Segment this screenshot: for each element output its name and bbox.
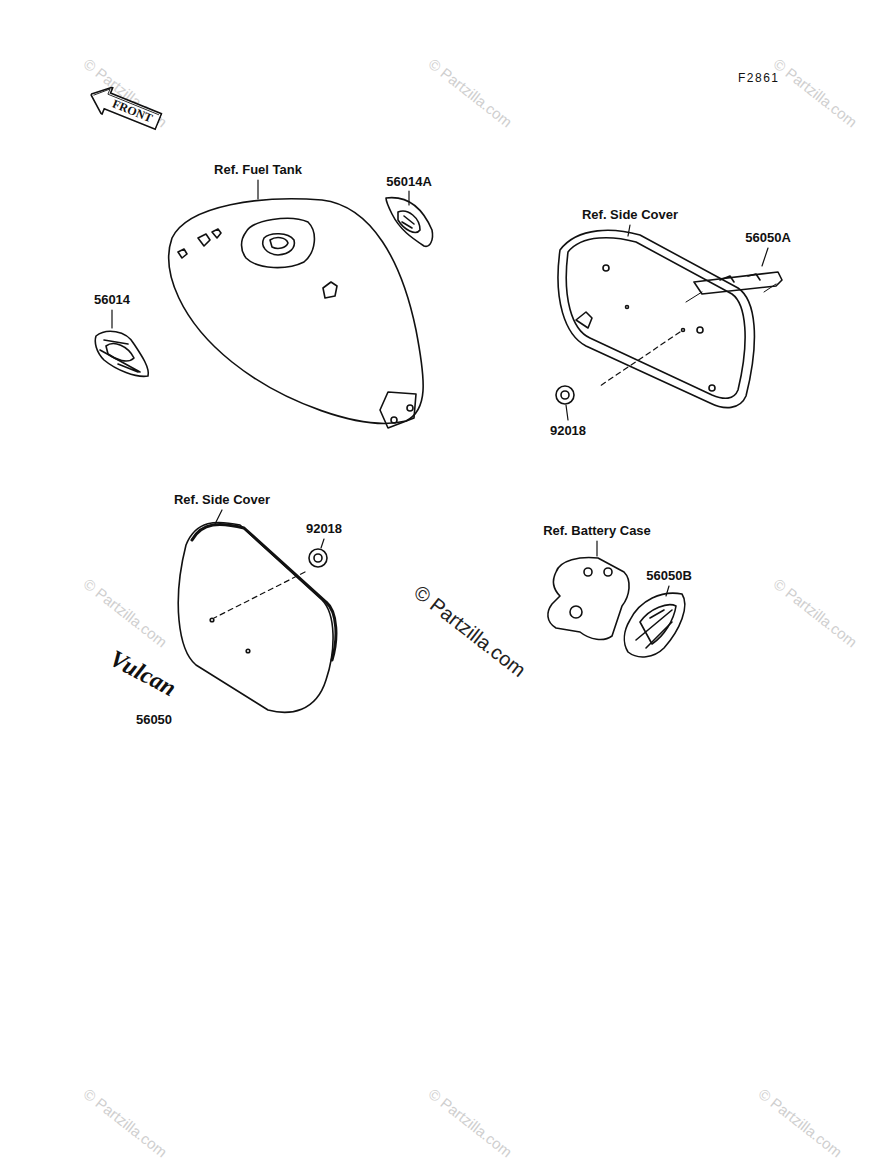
illustration-line: [402, 216, 414, 228]
illustration-line: [407, 405, 413, 411]
side-cover-left: [178, 522, 336, 712]
illustration-line: [257, 180, 258, 199]
illustration-line: [380, 392, 416, 428]
watermark: © Partzilla.com: [410, 581, 530, 681]
illustration-line: [548, 558, 629, 640]
fuel-tank: [169, 199, 423, 428]
callout-number: 56050A: [745, 231, 791, 245]
illustration-line: [720, 274, 760, 282]
illustration-line: [596, 541, 597, 556]
callout-number: 56014: [94, 293, 130, 307]
illustration-line: [570, 606, 582, 618]
illustration-line: [178, 249, 187, 258]
illustration-line: [762, 248, 768, 266]
illustration-line: [624, 593, 684, 657]
illustration-line: [709, 385, 715, 391]
illustration-line: [628, 225, 630, 236]
illustration-line: [323, 282, 337, 298]
watermark: © Partzilla.com: [755, 1086, 845, 1161]
illustration-line: [566, 238, 745, 399]
illustration-line: [198, 234, 210, 246]
illustration-line: [169, 199, 423, 424]
illustration-line: [106, 344, 134, 361]
illustration-line: [321, 539, 324, 548]
illustration-line: [263, 234, 295, 255]
watermark: © Partzilla.com: [770, 56, 860, 131]
illustration-line: [600, 332, 680, 386]
leader-lines: [112, 180, 768, 596]
side-cover-right: [556, 230, 782, 407]
illustration-line: [697, 327, 703, 333]
illustration-line: [686, 284, 776, 302]
illustration-line: [603, 265, 609, 271]
illustration-line: [215, 510, 222, 524]
illustration-line: [626, 306, 629, 309]
callout-number: 92018: [306, 522, 342, 536]
part-reference: Ref. Battery Case: [543, 524, 651, 538]
illustration-line: [576, 312, 592, 328]
illustration-line: [584, 568, 592, 576]
callout-number: 56050: [136, 713, 172, 727]
watermark: © Partzilla.com: [425, 1086, 515, 1161]
illustration-line: [95, 180, 782, 712]
battery-decal: [624, 593, 684, 657]
watermark: © Partzilla.com: [425, 56, 515, 131]
illustration-line: [636, 610, 672, 648]
illustration-line: [558, 230, 754, 407]
watermark: © Partzilla.com: [770, 576, 860, 651]
illustration-line: [604, 568, 612, 576]
callout-number: 56014A: [386, 175, 432, 189]
illustration-line: [270, 238, 288, 249]
part-reference: Ref. Side Cover: [174, 493, 270, 507]
illustration-line: [666, 586, 669, 596]
callout-number: 56050B: [646, 569, 692, 583]
callout-number: 92018: [550, 424, 586, 438]
illustration-line: [314, 554, 322, 562]
illustration-line: [95, 331, 148, 376]
illustration-line: [100, 340, 140, 372]
illustration-line: [398, 211, 420, 232]
illustration-line: [566, 405, 568, 420]
battery-case: [548, 558, 629, 640]
illustration-line: [242, 218, 315, 267]
figure-code: F2861: [738, 72, 780, 85]
part-reference: Ref. Fuel Tank: [214, 163, 302, 177]
watermark: © Partzilla.com: [80, 1086, 170, 1161]
tank-decal-left: [95, 331, 148, 376]
illustration-line: [682, 329, 685, 332]
illustration-line: [694, 272, 782, 294]
illustration-line: [210, 618, 214, 622]
arrow-shape: [85, 80, 164, 135]
watermark: © Partzilla.com: [80, 576, 170, 651]
illustration-line: [214, 572, 305, 618]
illustration-line: [111, 310, 112, 328]
illustration-line: [309, 549, 327, 567]
illustration-line: [391, 417, 397, 423]
illustration-line: [408, 191, 409, 205]
illustration-line: [192, 524, 336, 660]
illustration-line: [178, 522, 333, 712]
part-reference: Ref. Side Cover: [582, 208, 678, 222]
illustration-line: [246, 649, 250, 653]
emblem-text: Vulcan: [106, 645, 181, 701]
illustration-line: [212, 229, 221, 238]
illustration-line: [556, 386, 574, 404]
illustration-line: [561, 391, 569, 399]
